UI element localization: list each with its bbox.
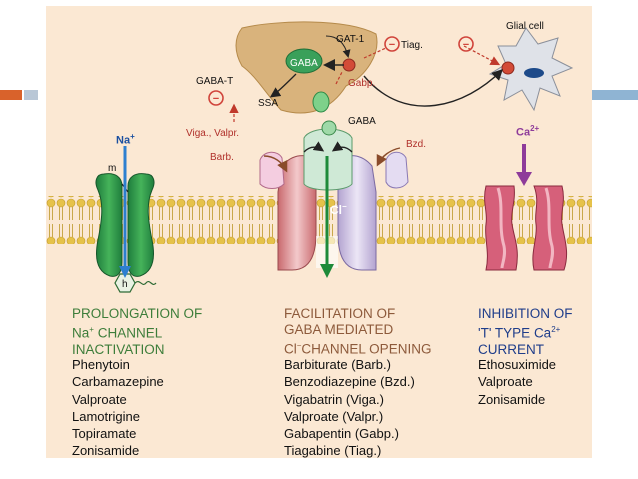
na-title-line-2: Na+ CHANNEL	[72, 322, 202, 342]
na-ion-text: Na	[116, 134, 131, 147]
na-title-na-sup: +	[89, 325, 94, 334]
gaba-drug-list: Barbiturate (Barb.) Benzodiazepine (Bzd.…	[284, 356, 415, 458]
ca-title-line-2: 'T' TYPE Ca2+	[478, 322, 573, 342]
ca-ion-sup: 2+	[530, 124, 540, 133]
na-drug-item: Zonisamide	[72, 443, 140, 458]
diagram-canvas: GABA GAT-1 Tiag. Gabp. GABA-T SSA Viga.,…	[46, 21, 592, 458]
na-ion-label: Na+	[116, 132, 135, 147]
gaba-drug-item: Vigabatrin (Viga.)	[284, 391, 384, 407]
slide-accent-line-right	[590, 90, 638, 100]
inhibit-symbol-gat1	[384, 36, 400, 52]
gaba-title-line-1: FACILITATION OF	[284, 306, 396, 321]
glial-cell-label: Glial cell	[506, 21, 544, 32]
glial-gat1-icon	[501, 61, 515, 75]
gaba-t-label: GABA-T	[196, 76, 233, 87]
gaba-vesicle-label: GABA	[290, 58, 318, 69]
inhibit-symbol-gaba-t	[208, 90, 224, 106]
ca-column-title: INHIBITION OF 'T' TYPE Ca2+ CURRENT	[478, 306, 573, 358]
ssa-label: SSA	[258, 98, 278, 109]
gaba-title-cl-sup: −	[296, 341, 302, 350]
inhibit-sign-gaba-t: −	[213, 93, 219, 105]
ca-ion-label: Ca2+	[516, 124, 539, 139]
antiepileptic-mechanism-figure: GABA GAT-1 Tiag. Gabp. GABA-T SSA Viga.,…	[46, 6, 592, 458]
ca-channel-icon	[484, 185, 568, 271]
ca-drug-item: Zonisamide	[478, 391, 546, 407]
na-title-line-3: INACTIVATION	[72, 341, 165, 357]
gaba-title-cl: Cl	[284, 341, 297, 357]
gabp-label: Gabp.	[348, 78, 375, 89]
cl-ion-label: Cl−	[330, 202, 347, 217]
inhibit-sign-gat1: −	[389, 39, 395, 51]
m-gate-label: m	[108, 163, 116, 174]
slide-accent-line-left-2	[24, 90, 38, 100]
ca-drug-item: Ethosuximide	[478, 357, 557, 372]
tiag-label: Tiag.	[401, 40, 423, 51]
na-drug-item: Phenytoin	[72, 357, 130, 372]
na-drug-item: Topiramate	[72, 426, 137, 442]
na-ion-sup: +	[130, 132, 135, 141]
viga-valpr-label: Viga., Valpr.	[186, 128, 239, 139]
na-column-title: PROLONGATION OF Na+ CHANNEL INACTIVATION	[72, 306, 202, 358]
inhibit-symbol-glial	[458, 36, 474, 52]
na-channel-icon	[95, 173, 157, 293]
bzd-label: Bzd.	[406, 139, 426, 150]
cl-ion-text: Cl	[330, 203, 342, 217]
gaba-drug-item: Benzodiazepine (Bzd.)	[284, 374, 415, 390]
ca-title-ttype: 'T' TYPE	[478, 325, 531, 341]
na-title-channel: CHANNEL	[97, 325, 163, 341]
na-title-na: Na	[72, 325, 90, 341]
na-drug-list: Phenytoin Carbamazepine Valproate Lamotr…	[72, 356, 164, 458]
na-title-line-1: PROLONGATION OF	[72, 306, 203, 321]
slide-accent-line-left	[0, 90, 22, 100]
gaba-drug-item: Tiagabine (Tiag.)	[284, 443, 382, 458]
gat1-label: GAT-1	[336, 34, 365, 45]
ca-drug-list: Ethosuximide Valproate Zonisamide	[478, 356, 556, 408]
gaba-title-channel: CHANNEL OPENING	[301, 341, 432, 357]
na-drug-item: Lamotrigine	[72, 408, 140, 424]
ca-title-line-3: CURRENT	[478, 341, 544, 357]
na-drug-item: Valproate	[72, 391, 127, 407]
gaba-column-title: FACILITATION OF GABA MEDIATED Cl−CHANNEL…	[284, 306, 431, 358]
ca-title-ca: Ca	[533, 325, 552, 341]
gaba-drug-item: Barbiturate (Barb.)	[284, 357, 391, 372]
ca-ion-text: Ca	[516, 126, 531, 139]
ca-title-ca-sup: 2+	[551, 325, 561, 334]
gat1-transporter-icon	[342, 58, 356, 72]
gaba-vesicle-icon	[285, 48, 323, 74]
ca-title-line-1: INHIBITION OF	[478, 306, 573, 321]
inhibit-sign-glial: −	[463, 39, 469, 51]
gaba-title-line-3: Cl−CHANNEL OPENING	[284, 338, 431, 358]
na-drug-item: Carbamazepine	[72, 374, 164, 390]
gaba-title-line-2: GABA MEDIATED	[284, 322, 394, 337]
h-gate-label: h	[122, 279, 128, 290]
gaba-receptor-label: GABA	[348, 116, 376, 127]
gaba-molecule-icon	[312, 91, 330, 113]
gaba-drug-item: Gabapentin (Gabp.)	[284, 426, 399, 442]
barb-label: Barb.	[210, 152, 234, 163]
cl-ion-sup: −	[342, 202, 347, 211]
gaba-drug-item: Valproate (Valpr.)	[284, 408, 384, 424]
ca-drug-item: Valproate	[478, 374, 533, 390]
